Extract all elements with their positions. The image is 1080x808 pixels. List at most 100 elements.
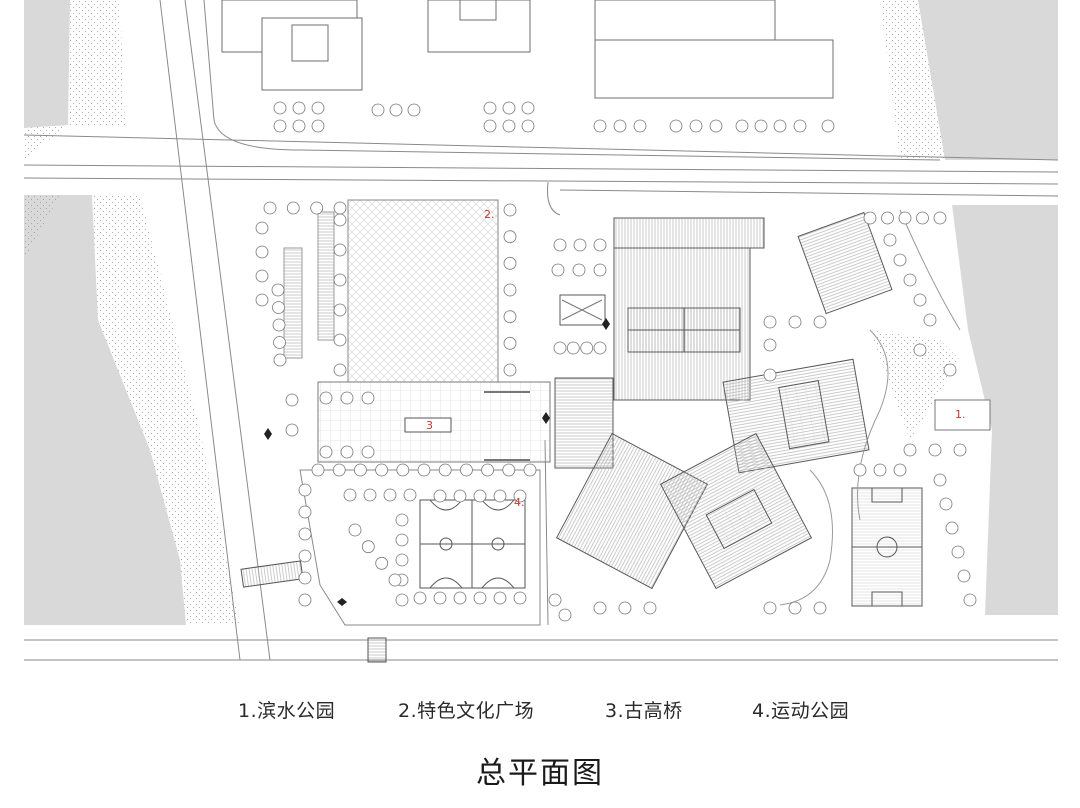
- footbridges: [240, 560, 387, 663]
- tree: [473, 489, 487, 503]
- tree: [853, 463, 867, 477]
- tree: [863, 211, 877, 225]
- main-building: [554, 211, 893, 590]
- tree: [388, 573, 402, 587]
- north-buildings: [221, 0, 834, 99]
- tree: [503, 256, 517, 270]
- tree: [933, 473, 947, 487]
- tree: [939, 497, 953, 511]
- tree: [285, 393, 299, 407]
- tree: [333, 213, 347, 227]
- tree: [503, 283, 517, 297]
- tree: [689, 119, 703, 133]
- tree: [433, 489, 447, 503]
- tree: [273, 119, 287, 133]
- tree: [333, 363, 347, 377]
- tree: [643, 601, 657, 615]
- tree: [669, 119, 683, 133]
- tree: [395, 533, 409, 547]
- tree: [483, 101, 497, 115]
- tree: [361, 391, 375, 405]
- tree: [311, 101, 325, 115]
- tree: [375, 556, 389, 570]
- tree: [913, 293, 927, 307]
- tree: [503, 230, 517, 244]
- tree: [453, 591, 467, 605]
- tree: [580, 341, 594, 355]
- tree: [298, 593, 312, 607]
- legend-waterfront-park: 1.滨水公园: [238, 700, 336, 722]
- tree: [271, 283, 285, 297]
- tree: [763, 601, 777, 615]
- tree: [593, 601, 607, 615]
- tree: [483, 119, 497, 133]
- tree: [593, 263, 607, 277]
- waterfront-park: [779, 209, 991, 606]
- tree: [333, 303, 347, 317]
- tree: [493, 489, 507, 503]
- tree: [773, 119, 787, 133]
- tree: [383, 488, 397, 502]
- tree: [417, 463, 431, 477]
- tree: [298, 527, 312, 541]
- tree: [553, 341, 567, 355]
- tree: [523, 463, 537, 477]
- entrance-markers: [264, 318, 610, 606]
- tree: [255, 245, 269, 259]
- tree: [340, 445, 354, 459]
- tree: [502, 463, 516, 477]
- tree: [286, 201, 300, 215]
- tree: [493, 591, 507, 605]
- tree: [916, 211, 929, 225]
- zone-markers: 1. 2. 3 4.: [426, 208, 966, 509]
- river: [24, 0, 1058, 625]
- tree: [273, 353, 287, 367]
- tree: [371, 103, 385, 117]
- tree: [333, 333, 347, 347]
- tree: [481, 463, 495, 477]
- tree: [503, 336, 517, 350]
- tree: [343, 488, 357, 502]
- tree: [272, 301, 285, 314]
- tree: [298, 571, 312, 585]
- tree: [945, 521, 959, 535]
- tree: [963, 593, 977, 607]
- tree: [951, 545, 965, 559]
- tree: [566, 341, 580, 355]
- tree: [633, 119, 647, 133]
- tree: [272, 318, 286, 332]
- tree: [873, 463, 887, 477]
- tree: [413, 591, 427, 605]
- tree: [363, 488, 377, 502]
- tree: [763, 368, 777, 382]
- tree: [503, 310, 517, 324]
- tree: [395, 553, 409, 567]
- tree: [953, 443, 967, 457]
- football-field: [851, 487, 923, 607]
- tree: [333, 243, 347, 257]
- tree: [375, 463, 389, 477]
- tree: [763, 315, 777, 329]
- plan-title: 总平面图: [476, 756, 604, 791]
- tree: [521, 101, 535, 115]
- tree: [593, 341, 607, 355]
- tree: [572, 263, 586, 277]
- tree: [903, 443, 917, 457]
- tree: [361, 540, 375, 554]
- tree: [298, 505, 312, 519]
- marker-waterfront-park: 1.: [955, 408, 966, 421]
- tree: [893, 463, 907, 477]
- tree: [273, 101, 287, 115]
- tree: [319, 391, 333, 405]
- tree: [898, 211, 912, 225]
- tree: [821, 119, 835, 133]
- tree: [333, 273, 347, 287]
- tree: [255, 221, 269, 235]
- tree: [553, 238, 567, 252]
- tree: [573, 238, 587, 252]
- tree: [521, 119, 535, 133]
- tree: [273, 336, 286, 349]
- tree: [407, 103, 421, 117]
- tree: [893, 253, 907, 267]
- tree: [310, 201, 324, 215]
